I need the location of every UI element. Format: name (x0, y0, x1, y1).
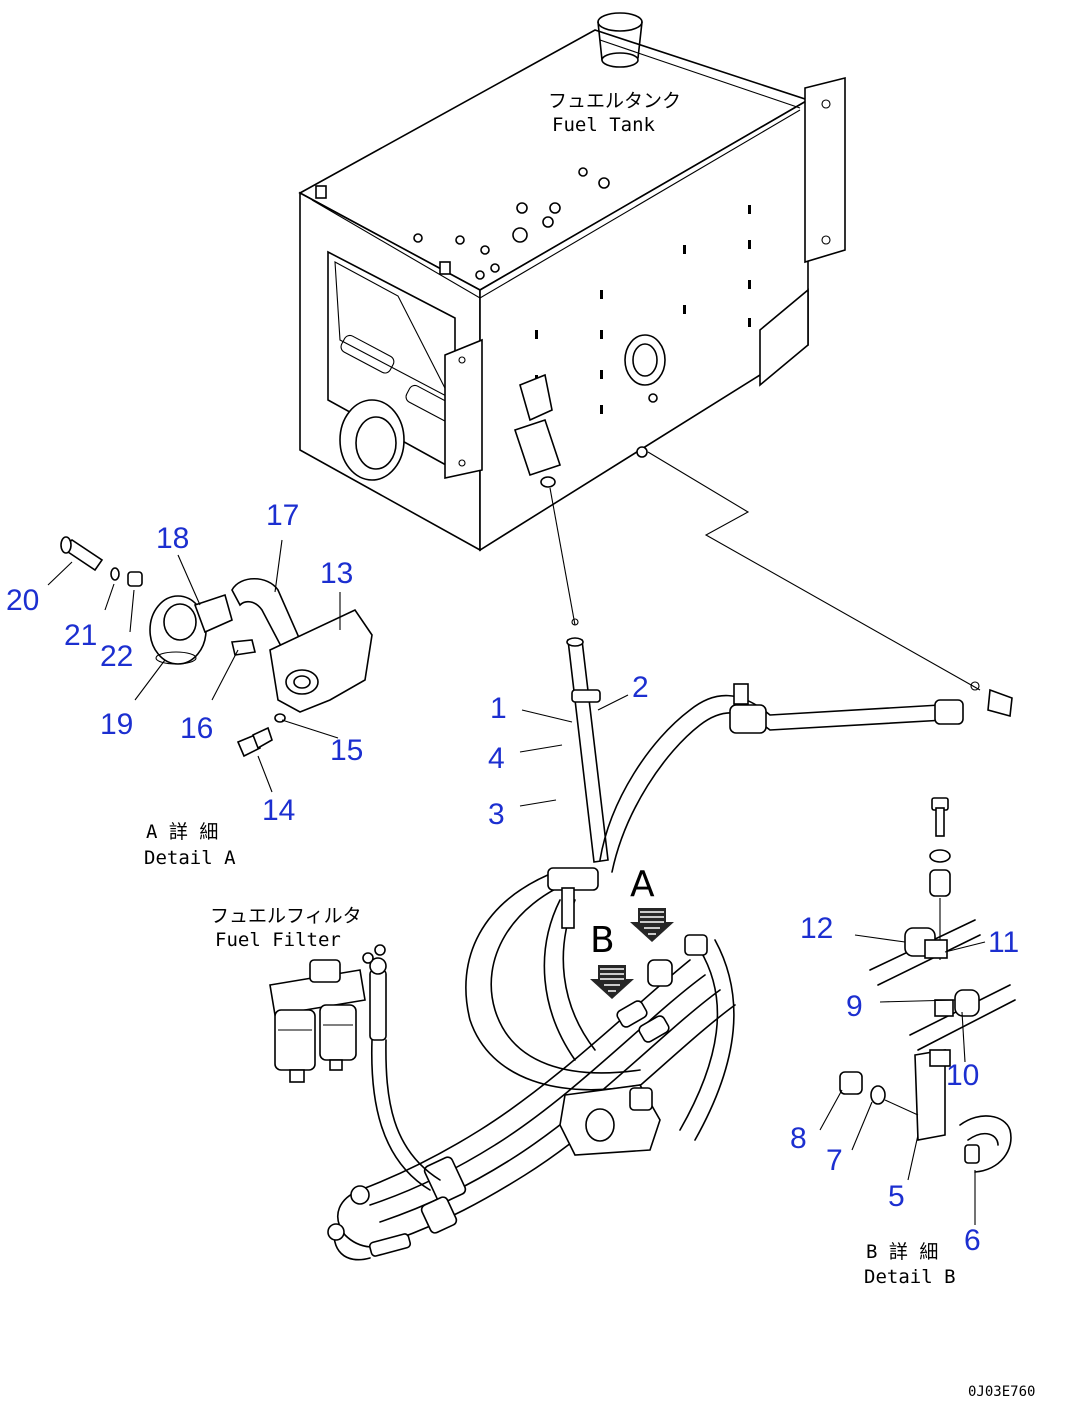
callout-13: 13 (320, 557, 353, 590)
callout-3: 3 (488, 798, 505, 831)
view-arrows (590, 908, 674, 999)
fuel-tank-label-jp: フュエルタンク (548, 90, 681, 112)
callout-5: 5 (888, 1180, 905, 1213)
callout-14: 14 (262, 794, 295, 827)
callout-22: 22 (100, 640, 133, 673)
fuel-filter-label-jp: フュエルフィルタ (210, 905, 362, 927)
callout-19: 19 (100, 708, 133, 741)
detail-a-label-jp: A 詳 細 (146, 821, 218, 843)
detail-a-label-en: Detail A (144, 847, 236, 869)
valve-leader-line (549, 487, 576, 626)
callout-1: 1 (490, 692, 507, 725)
callout-7: 7 (826, 1144, 843, 1177)
callout-12: 12 (800, 912, 833, 945)
view-a-marker: A (630, 864, 655, 905)
part-callouts: 1 2 3 4 5 6 7 8 9 10 11 12 13 14 15 16 1… (6, 499, 1019, 1257)
callout-15: 15 (330, 734, 363, 767)
callout-17: 17 (266, 499, 299, 532)
callout-18: 18 (156, 522, 189, 555)
detail-b-label-en: Detail B (864, 1266, 956, 1288)
callout-2: 2 (632, 671, 649, 704)
callout-4: 4 (488, 742, 505, 775)
tank-leader-line (647, 451, 981, 691)
callout-16: 16 (180, 712, 213, 745)
detail-b-label-jp: B 詳 細 (866, 1241, 938, 1263)
fuel-tank-label-en: Fuel Tank (552, 114, 656, 136)
callout-6: 6 (964, 1224, 981, 1257)
callout-20: 20 (6, 584, 39, 617)
callout-10: 10 (946, 1059, 979, 1092)
fuel-piping (327, 637, 1013, 1261)
fuel-filter (269, 944, 386, 1083)
callout-11: 11 (988, 926, 1019, 959)
callout-9: 9 (846, 990, 863, 1023)
callout-21: 21 (64, 619, 97, 652)
callout-leaders (47, 539, 986, 1225)
callout-8: 8 (790, 1122, 807, 1155)
detail-a-drawing (60, 536, 373, 758)
fuel-filter-label-en: Fuel Filter (215, 929, 341, 951)
view-b-marker: B (590, 920, 615, 961)
drawing-code: 0J03E760 (968, 1384, 1035, 1400)
detail-b-drawing (839, 797, 1016, 1173)
fuel-tank (298, 12, 846, 552)
